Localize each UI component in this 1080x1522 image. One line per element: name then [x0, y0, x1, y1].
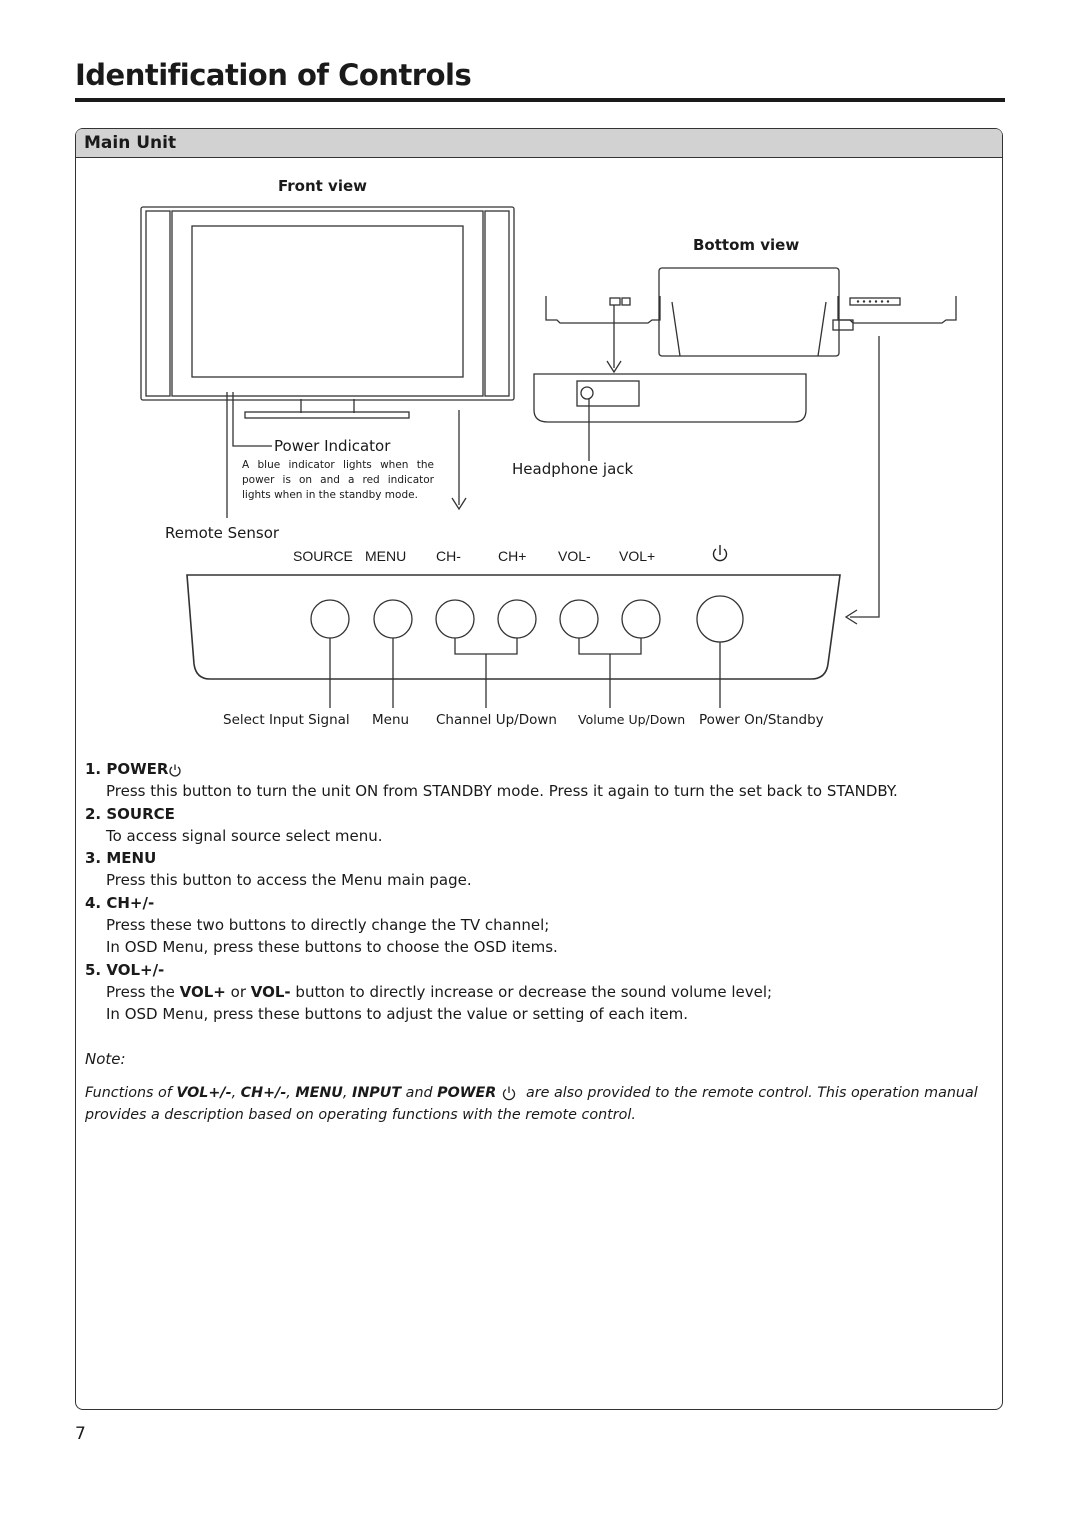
section-title: Main Unit	[84, 133, 177, 153]
power-indicator-note: A blue indicator lights when the power i…	[242, 459, 434, 501]
item-heading-menu: 3. MENU	[85, 849, 157, 867]
item-text-ch-1: Press these two buttons to directly chan…	[106, 915, 550, 934]
item-text-source: To access signal source select menu.	[106, 826, 383, 845]
power-symbol-icon	[169, 764, 182, 777]
item-text-power: Press this button to turn the unit ON fr…	[106, 782, 898, 800]
bottom-view-label: Bottom view	[693, 236, 800, 254]
title-rule	[75, 98, 1005, 102]
note-heading: Note:	[85, 1050, 126, 1068]
power-symbol-icon	[502, 1086, 516, 1101]
vol-down-button-label: VOL-	[558, 548, 591, 564]
ch-down-button-label: CH-	[436, 548, 461, 564]
item-text-vol-1: Press the VOL+ or VOL- button to directl…	[106, 982, 773, 1001]
page-title: Identification of Controls	[75, 58, 472, 92]
headphone-jack-label: Headphone jack	[512, 460, 634, 478]
menu-button-label: MENU	[365, 548, 407, 564]
ch-up-button-label: CH+	[498, 548, 527, 564]
vol-up-button-label: VOL+	[619, 548, 656, 564]
item-heading-power: 1. POWER	[85, 758, 985, 780]
item-text-vol-2: In OSD Menu, press these buttons to adju…	[106, 1005, 689, 1023]
caption-menu: Menu	[372, 712, 410, 728]
caption-power: Power On/Standby	[699, 712, 824, 728]
note-text: Functions of VOL+/-, CH+/-, MENU, INPUT …	[85, 1085, 978, 1123]
item-text-ch-2: In OSD Menu, press these buttons to choo…	[106, 938, 558, 956]
tv-front-illustration	[140, 206, 515, 419]
page-number: 7	[75, 1424, 86, 1444]
caption-select-input: Select Input Signal	[223, 712, 350, 728]
section-header: Main Unit	[76, 129, 1002, 158]
tv-bottom-illustration	[545, 267, 957, 357]
item-text-menu: Press this button to access the Menu mai…	[106, 871, 472, 889]
control-descriptions: 1. POWER Press this button to turn the u…	[85, 758, 985, 1026]
power-symbol-icon	[712, 545, 728, 562]
caption-channel: Channel Up/Down	[436, 712, 557, 728]
power-indicator-label: Power Indicator	[274, 437, 391, 455]
source-button-label: SOURCE	[293, 548, 353, 564]
remote-sensor-label: Remote Sensor	[165, 524, 280, 542]
item-heading-vol: 5. VOL+/-	[85, 960, 165, 979]
caption-volume: Volume Up/Down	[578, 712, 686, 727]
controls-diagram	[140, 206, 957, 708]
front-view-label: Front view	[278, 177, 368, 195]
item-heading-source: 2. SOURCE	[85, 804, 175, 823]
main-unit-frame: Main Unit	[75, 128, 1003, 1410]
item-heading-ch: 4. CH+/-	[85, 893, 155, 912]
